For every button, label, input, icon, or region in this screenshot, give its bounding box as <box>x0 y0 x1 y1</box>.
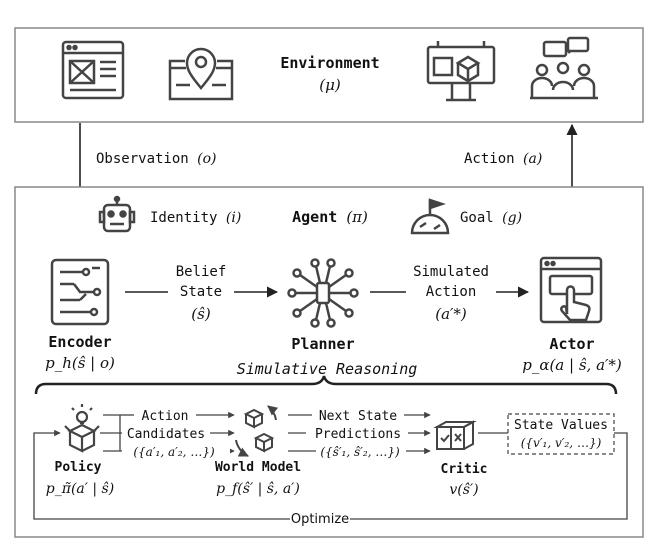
svg-text:Identity (i): Identity (i) <box>150 210 241 226</box>
webpage-icon <box>61 40 125 100</box>
svg-text:Goal (g): Goal (g) <box>460 210 522 226</box>
simulative-reasoning-label: Simulative Reasoning <box>237 360 418 378</box>
actor-click-icon <box>539 256 603 324</box>
state-values-box <box>507 413 615 455</box>
goal-symbol: (g) <box>502 210 522 226</box>
observation-symbol: (o) <box>197 151 216 167</box>
encoder-formula: p_h(ŝ | o) <box>45 354 115 372</box>
belief-state-symbol: (ŝ) <box>191 305 211 323</box>
action-candidates-set: ({a′₁, a′₂, …}) <box>133 445 215 459</box>
environment-symbol: (μ) <box>319 76 341 94</box>
world-model-label: World Model <box>215 460 301 475</box>
actor-formula: p_α(a | ŝ, a′*) <box>522 356 622 374</box>
critic-label: Critic <box>441 462 488 477</box>
simulated-action-line1: Simulated <box>413 264 489 280</box>
simulated-action-line2: Action <box>426 284 477 300</box>
encoder-icon <box>50 258 110 326</box>
action-candidates-line1: Action <box>142 409 189 424</box>
action-symbol: (a) <box>523 151 542 167</box>
identity-label: Identity <box>150 210 217 226</box>
critic-formula: v(ŝ′) <box>449 482 478 498</box>
environment-box: Environment (μ) <box>14 27 644 123</box>
environment-label: Environment <box>280 54 379 72</box>
next-state-line2: Predictions <box>315 427 401 442</box>
goal-label: Goal <box>460 210 494 226</box>
policy-formula: p_π̃(a′ | ŝ) <box>46 481 114 497</box>
state-values-set: ({v′₁, v′₂, …}) <box>521 436 602 450</box>
simulated-action-symbol: (a′*) <box>435 305 467 323</box>
action-candidates-line2: Candidates <box>127 427 205 442</box>
billboard-icon <box>426 41 496 102</box>
actor-label: Actor <box>549 335 594 353</box>
planner-chip-icon <box>287 258 359 328</box>
next-state-line1: Next State <box>319 409 397 424</box>
optimize-label: Optimize <box>291 512 349 527</box>
world-model-formula: p_f(ŝ′ | ŝ, a′) <box>216 481 300 497</box>
goal-flag-icon <box>410 198 450 235</box>
belief-state-line2: State <box>180 284 222 300</box>
action-label: Action <box>464 151 515 167</box>
agent-label: Agent <box>292 208 337 226</box>
next-state-set: ({ŝ′₁, ŝ′₂, …}) <box>320 445 400 459</box>
svg-text:Observation (o): Observation (o) <box>96 151 217 167</box>
location-map-icon <box>168 47 234 101</box>
agent-symbol: (π) <box>346 208 368 226</box>
planner-label: Planner <box>291 335 354 353</box>
identity-symbol: (i) <box>226 210 241 226</box>
world-model-cubes-icon <box>235 405 279 457</box>
robot-identity-icon <box>98 195 136 233</box>
svg-text:Agent (π): Agent (π) <box>292 208 368 226</box>
agent-box <box>14 186 644 538</box>
critic-check-cross-icon <box>433 420 477 450</box>
policy-box-icon <box>64 404 100 453</box>
observation-label: Observation <box>96 151 189 167</box>
policy-label: Policy <box>55 460 102 475</box>
belief-state-line1: Belief <box>176 264 227 280</box>
meeting-people-icon <box>530 36 598 100</box>
simulative-reasoning-brace <box>34 375 618 395</box>
state-values-line1: State Values <box>514 418 608 433</box>
encoder-label: Encoder <box>48 333 111 351</box>
svg-text:Action (a): Action (a) <box>464 151 542 167</box>
